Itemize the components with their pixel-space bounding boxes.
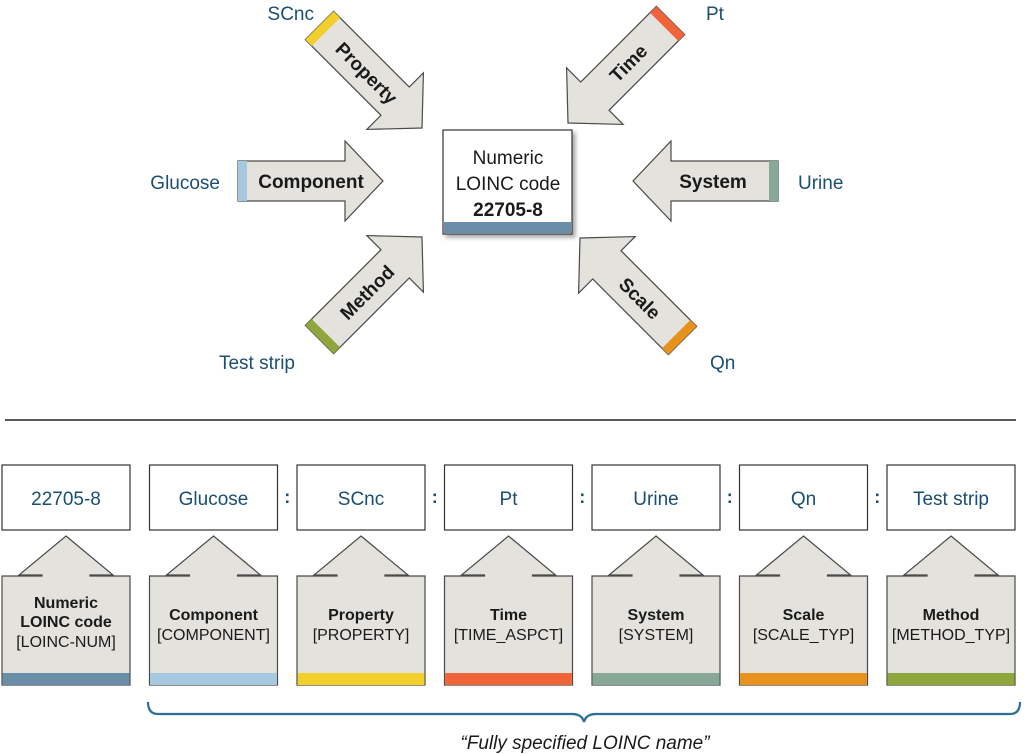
- column-field: [SYSTEM]: [619, 627, 694, 644]
- time-color-strip: [650, 6, 685, 41]
- column-value: Urine: [633, 489, 678, 510]
- column-name: Property: [328, 607, 394, 624]
- colon-separator: :: [874, 487, 880, 507]
- colon-separator: :: [579, 487, 585, 507]
- column-name: Scale: [783, 607, 825, 624]
- column-color-strip: [2, 673, 130, 685]
- method-color-strip: [305, 319, 340, 354]
- column-color-strip: [445, 673, 572, 685]
- column-name: Time: [490, 607, 527, 624]
- column-name: Numeric: [34, 595, 98, 612]
- system-color-strip: [769, 161, 778, 201]
- component-value: Glucose: [150, 173, 220, 194]
- column-field: [LOINC-NUM]: [16, 634, 116, 651]
- column-value: Test strip: [913, 489, 989, 510]
- column-field: [PROPERTY]: [313, 627, 410, 644]
- time-value: Pt: [706, 4, 725, 25]
- center-line1: Numeric: [473, 148, 544, 169]
- value-box: [148, 464, 279, 531]
- column-name: LOINC code: [20, 614, 112, 631]
- arrow-property: Property: [304, 10, 425, 131]
- arrow-component: Component: [237, 139, 384, 223]
- center-code-box: Numeric LOINC code 22705-8: [442, 129, 573, 235]
- name-brace: [146, 701, 1022, 723]
- component-color-strip: [238, 161, 247, 201]
- colon-separator: :: [727, 487, 733, 507]
- column-color-strip: [740, 673, 867, 685]
- arrow-method: Method: [304, 234, 425, 355]
- scale-color-strip: [662, 320, 697, 355]
- value-box: [1, 464, 131, 531]
- column-value: Qn: [791, 489, 816, 510]
- column-field: [COMPONENT]: [157, 627, 270, 644]
- property-color-strip: [305, 11, 340, 46]
- center-line2: LOINC code: [456, 174, 561, 195]
- column-color-strip: [150, 673, 277, 685]
- column-field: [METHOD_TYP]: [892, 627, 1010, 644]
- fully-specified-caption: “Fully specified LOINC name”: [460, 733, 711, 754]
- column-value: Pt: [500, 489, 519, 510]
- column-color-strip: [887, 673, 1015, 685]
- column-value: 22705-8: [31, 489, 101, 510]
- value-box: [738, 464, 869, 531]
- component-arrow-label: Component: [258, 172, 364, 193]
- column-color-strip: [297, 673, 425, 685]
- center-color-strip: [444, 222, 571, 233]
- column-value: Glucose: [179, 489, 249, 510]
- value-box: [591, 464, 721, 531]
- colon-separator: :: [284, 487, 290, 507]
- scale-value: Qn: [710, 353, 735, 374]
- value-box: [296, 464, 426, 531]
- column-name: System: [628, 607, 685, 624]
- system-value: Urine: [798, 173, 843, 194]
- center-code: 22705-8: [473, 200, 543, 221]
- arrow-system: System: [632, 139, 779, 223]
- column-name: Component: [169, 607, 259, 624]
- property-value: SCnc: [268, 4, 314, 25]
- colon-separator: :: [432, 487, 438, 507]
- method-value: Test strip: [219, 353, 295, 374]
- arrow-scale: Scale: [577, 235, 698, 356]
- column-name: Method: [923, 607, 980, 624]
- column-field: [TIME_ASPCT]: [454, 627, 563, 644]
- value-box: [886, 464, 1016, 531]
- system-arrow-label: System: [679, 172, 747, 193]
- column-color-strip: [592, 673, 720, 685]
- arrow-time: Time: [565, 5, 686, 126]
- column-field: [SCALE_TYP]: [753, 627, 854, 644]
- column-value: SCnc: [338, 489, 384, 510]
- value-box: [443, 464, 574, 531]
